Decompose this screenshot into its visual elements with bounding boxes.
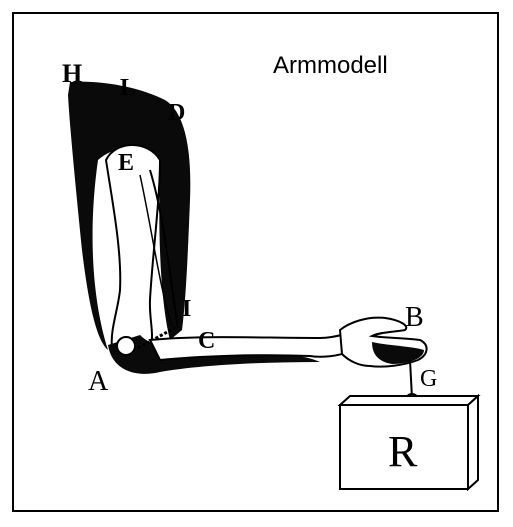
label-e: E bbox=[118, 150, 134, 176]
label-d: D bbox=[168, 100, 185, 126]
label-i: I bbox=[182, 296, 191, 322]
weight-rope bbox=[410, 360, 412, 398]
label-a: A bbox=[88, 366, 109, 397]
label-b: B bbox=[405, 302, 424, 333]
label-h: H bbox=[62, 59, 82, 88]
weight-box-top bbox=[340, 396, 478, 405]
elbow-pivot bbox=[117, 337, 135, 355]
label-c: C bbox=[198, 328, 215, 354]
label-r: R bbox=[388, 427, 418, 476]
weight-box-side bbox=[468, 396, 478, 489]
forearm-bone bbox=[150, 334, 348, 360]
label-g: G bbox=[420, 366, 437, 392]
label-l: L bbox=[120, 75, 136, 101]
